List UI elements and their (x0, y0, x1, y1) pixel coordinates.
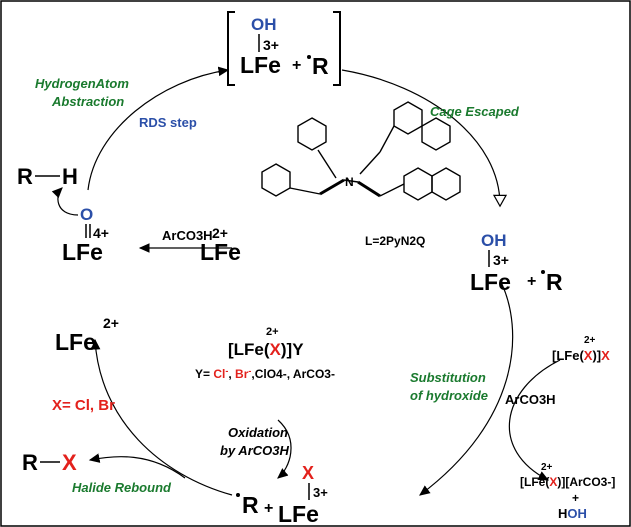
arrow-side-reaction (508, 359, 561, 481)
bond-q1-link-2 (379, 125, 395, 153)
bottom-plus: + (264, 500, 273, 517)
ring-pyridine-1 (297, 117, 327, 151)
right-charge: 3+ (493, 252, 509, 268)
bottom-r: R (242, 492, 259, 518)
lfexx-charge: 2+ (584, 335, 596, 346)
product-charge: 2+ (541, 462, 553, 473)
bond-n-n (343, 179, 359, 183)
top-r: R (312, 53, 329, 79)
lfexx-line: [LFe(X)]X (552, 348, 610, 363)
top-radical-dot (307, 55, 311, 59)
arrow-substitution (419, 279, 514, 496)
top-charge: 3+ (263, 37, 279, 53)
bottom-complex: R + X 3+ LFe (236, 463, 328, 527)
lfexy-line: [LFe(X)]Y (228, 340, 304, 359)
bond-py1-c (317, 149, 337, 179)
label-rebound: Halide Rebound (72, 480, 172, 495)
fe2-left-complex: 2+ LFe (55, 315, 119, 355)
top-plus: + (292, 57, 301, 74)
rh-h: H (62, 164, 78, 189)
lfexx-complex: 2+ [LFe(X)]X (552, 335, 610, 363)
right-lfe: LFe (470, 269, 511, 295)
ring-quinoline-2b (431, 167, 461, 201)
arrow-h-abstraction (51, 187, 79, 216)
bond-py2-c (289, 187, 321, 195)
arrow-regeneration (90, 338, 233, 496)
rx-product: R X (22, 450, 77, 475)
label-oxid-1: Oxidation (228, 425, 288, 440)
label-arco3h-right: ArCO3H (505, 392, 556, 407)
rx-x: X (62, 450, 77, 475)
bottom-lfe: LFe (278, 501, 319, 527)
label-oxid-2: by ArCO3H (220, 443, 289, 458)
bond-ethylene-2 (357, 180, 381, 198)
lfexy-y-line: Y= Cl-, Br-,ClO4-, ArCO3- (195, 366, 335, 381)
label-hat-2: Abstraction (51, 94, 124, 109)
right-r: R (546, 269, 563, 295)
bottom-charge: 3+ (313, 485, 328, 500)
ring-pyridine-2 (261, 163, 291, 197)
label-subst-1: Substitution (410, 370, 486, 385)
bottom-x: X (302, 463, 314, 483)
bracket-left (227, 11, 235, 86)
fe2-mid-lfe: LFe (200, 239, 241, 265)
lfexy-charge: 2+ (266, 326, 279, 338)
right-plus: + (527, 273, 536, 290)
label-arco3h-left: ArCO3H (162, 228, 213, 243)
oxo-lfe: LFe (62, 239, 103, 265)
product-line: [LFe(X)][ArCO3-] (520, 475, 615, 489)
product-hoh: HOH (558, 506, 587, 521)
product-plus: + (572, 491, 579, 505)
ligand-n-atom: N (345, 175, 354, 189)
label-cage: Cage Escaped (430, 104, 520, 119)
oxo-complex: O 4+ LFe (62, 205, 109, 265)
fe2-left-charge: 2+ (103, 315, 119, 331)
ring-quinoline-2a (403, 167, 433, 201)
rh-r: R (17, 164, 33, 189)
label-x-def: X= Cl, Br (52, 397, 115, 414)
oxo-charge: 4+ (93, 225, 109, 241)
lfexy-complex: 2+ [LFe(X)]Y Y= Cl-, Br-,ClO4-, ArCO3- (195, 326, 335, 381)
fe2-left-lfe: LFe (55, 329, 96, 355)
ring-quinoline-1b (421, 117, 451, 151)
bond-ethylene-1 (319, 178, 345, 196)
right-complex: OH 3+ LFe + R (470, 231, 563, 295)
side-product: 2+ [LFe(X)][ArCO3-] + HOH (520, 462, 615, 521)
label-ligand: L=2PyN2Q (365, 234, 425, 248)
bond-q1-link-1 (359, 151, 381, 175)
arrow-hat (87, 66, 230, 191)
top-complex: OH 3+ LFe + R (227, 11, 341, 86)
fe2-mid-complex: 2+ LFe (200, 225, 241, 265)
right-radical-dot (541, 270, 545, 274)
fe2-mid-charge: 2+ (212, 225, 228, 241)
ring-quinoline-1a (393, 101, 423, 135)
bond-q2-c (379, 183, 405, 197)
top-oh: OH (251, 15, 277, 34)
rx-r: R (22, 450, 38, 475)
arrow-cage-escape (341, 69, 508, 208)
label-rds: RDS step (139, 115, 197, 130)
arrow-rebound (88, 453, 186, 479)
label-subst-2: of hydroxide (410, 388, 488, 403)
right-oh: OH (481, 231, 507, 250)
rh-substrate: R H (17, 164, 78, 189)
label-hat-1: HydrogenAtom (35, 76, 129, 91)
arrow-oxidation (277, 419, 292, 479)
bracket-right (333, 11, 341, 86)
top-lfe: LFe (240, 52, 281, 78)
bottom-radical-dot (236, 493, 240, 497)
ligand-structure (261, 101, 461, 201)
oxo-o: O (80, 205, 93, 224)
